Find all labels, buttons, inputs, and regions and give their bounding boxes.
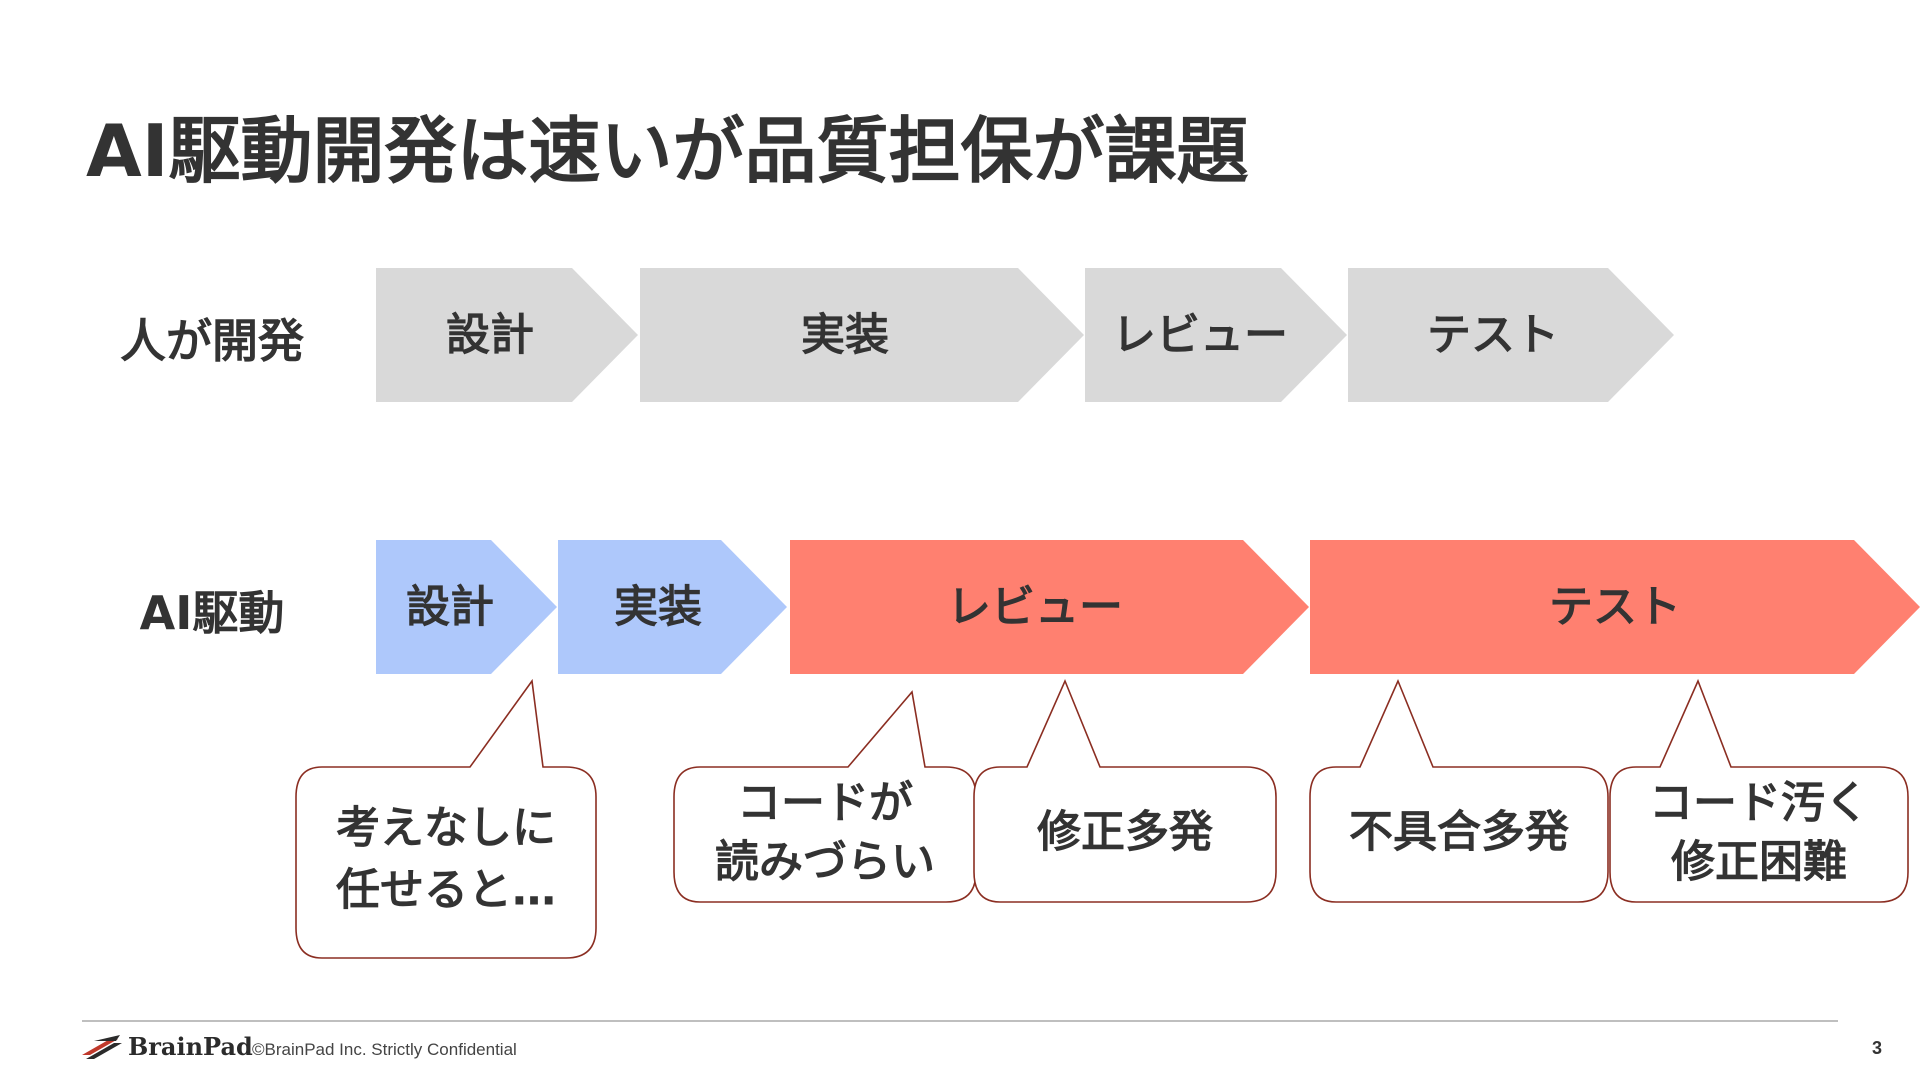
ai-flow: 設計 実装 レビュー テスト xyxy=(376,540,1920,674)
ai-step-test-label: テスト xyxy=(1549,582,1681,633)
callout-messy-code-line1: コード汚く xyxy=(1649,778,1869,829)
copyright-text: ©BrainPad Inc. Strictly Confidential xyxy=(252,1040,517,1059)
ai-step-implement-label: 実装 xyxy=(614,582,702,633)
footer-divider xyxy=(82,1020,1838,1022)
callouts: 考えなしに 任せると… コードが 読みづらい 修正多発 不具合多発 コード汚く … xyxy=(295,678,1909,959)
human-step-implement-arrow xyxy=(640,268,1084,402)
callout-code-hard-to-read-line2: 読みづらい xyxy=(715,837,935,888)
page-number: 3 xyxy=(1872,1038,1883,1058)
callout-ask-without-thinking xyxy=(295,678,597,959)
human-step-test-label: テスト xyxy=(1427,310,1559,361)
page-title: AI駆動開発は速いが品質担保が課題 xyxy=(86,109,1249,193)
brand-mark-icon xyxy=(82,1034,122,1059)
callout-messy-code-line2: 修正困難 xyxy=(1671,837,1847,888)
brand-logo: BrainPad xyxy=(80,1032,253,1061)
callout-code-hard-to-read xyxy=(673,690,977,903)
human-flow: 設計 実装 レビュー テスト xyxy=(376,268,1674,402)
callout-frequent-fixes xyxy=(973,678,1277,903)
row-label-human: 人が開発 xyxy=(120,314,304,368)
callout-code-hard-to-read-line1: コードが xyxy=(737,778,913,829)
ai-step-review-label: レビュー xyxy=(947,582,1123,633)
ai-step-design-arrow xyxy=(376,540,557,674)
row-label-ai: AI駆動 xyxy=(139,586,285,640)
callout-ask-without-thinking-line2: 任せると… xyxy=(336,865,556,916)
ai-step-review-arrow xyxy=(790,540,1309,674)
ai-step-implement-arrow xyxy=(558,540,787,674)
callout-messy-code xyxy=(1609,678,1909,903)
human-step-implement-label: 実装 xyxy=(801,310,889,361)
callout-frequent-fixes-line1: 修正多発 xyxy=(1037,807,1214,858)
human-step-design-arrow xyxy=(376,268,638,402)
human-step-test-arrow xyxy=(1348,268,1674,402)
human-step-review-label: レビュー xyxy=(1112,310,1288,361)
ai-step-design-label: 設計 xyxy=(406,582,494,633)
callout-frequent-bugs xyxy=(1309,678,1609,903)
human-step-review-arrow xyxy=(1085,268,1347,402)
human-step-design-label: 設計 xyxy=(446,310,534,361)
ai-step-test-arrow xyxy=(1310,540,1920,674)
brand-logo-text: BrainPad xyxy=(128,1032,253,1061)
callout-frequent-bugs-line1: 不具合多発 xyxy=(1349,807,1570,858)
callout-ask-without-thinking-line1: 考えなしに xyxy=(336,803,556,854)
